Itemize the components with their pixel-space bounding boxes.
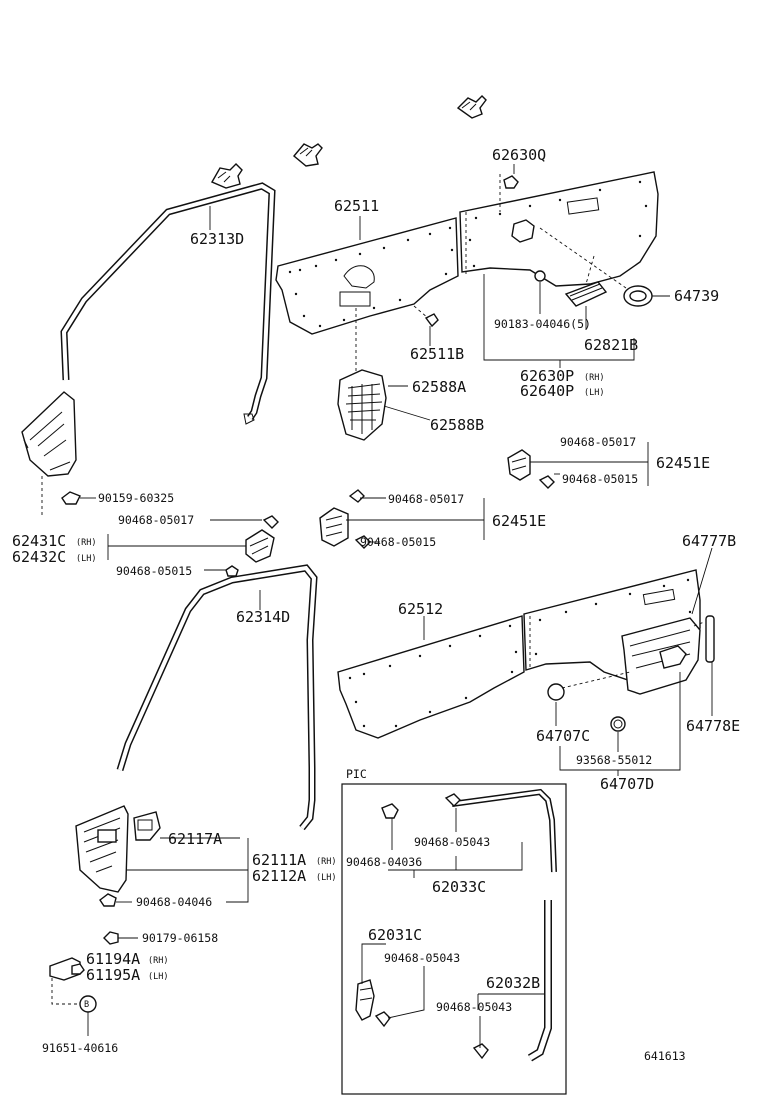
label-90183-04046: 90183-04046(5) (494, 317, 591, 331)
label-62313D: 62313D (190, 230, 244, 248)
cup-64739 (539, 227, 653, 307)
clip-62630Q (499, 174, 519, 212)
label-61194A: 61194A (86, 950, 140, 968)
label-pic: PIC (346, 767, 367, 781)
label-62431C-side: (RH) (76, 538, 96, 548)
label-61195A-side: (LH) (148, 972, 168, 982)
leader-lines (80, 164, 713, 1048)
trim-panel-62630 (459, 171, 659, 287)
nut-93568 (610, 716, 626, 732)
label-90468-05015-a: 90468-05015 (562, 472, 638, 486)
label-90468-05043-b: 90468-05043 (384, 951, 460, 965)
label-62511B: 62511B (410, 345, 464, 363)
label-62111A-side: (RH) (316, 857, 336, 867)
clip-icon-top-3 (211, 163, 243, 189)
label-62630Q: 62630Q (492, 146, 546, 164)
label-62032B: 62032B (486, 974, 540, 992)
label-62630P-side: (RH) (584, 373, 604, 383)
label-64739: 64739 (674, 287, 719, 305)
label-62512: 62512 (398, 600, 443, 618)
label-62588A: 62588A (412, 378, 466, 396)
bracket-62451E-upper (507, 449, 555, 489)
label-90159-60325: 90159-60325 (98, 491, 174, 505)
label-90468-05017-a: 90468-05017 (560, 435, 636, 449)
bracket-62431C (225, 515, 279, 577)
label-90468-05015-c: 90468-05015 (116, 564, 192, 578)
label-62431C: 62431C (12, 532, 66, 550)
bracket-62451E-lower (319, 489, 371, 549)
label-62033C: 62033C (432, 878, 486, 896)
weatherstrip-62314D (116, 564, 318, 831)
label-91651-40616: 91651-40616 (42, 1041, 118, 1055)
label-62314D: 62314D (236, 608, 290, 626)
clip-62511B (413, 305, 439, 328)
label-62511: 62511 (334, 197, 379, 215)
hinge-bracket-62111A (75, 805, 161, 893)
label-62031C: 62031C (368, 926, 422, 944)
label-64707C: 64707C (536, 727, 590, 745)
cap-64707C (547, 671, 631, 701)
label-90468-05017-c: 90468-05017 (118, 513, 194, 527)
label-93568-55012: 93568-55012 (576, 753, 652, 767)
label-62117A: 62117A (168, 830, 222, 848)
bracket-61194A (49, 957, 85, 981)
trim-panel-62512 (337, 615, 525, 739)
label-641613: 641613 (644, 1049, 686, 1063)
b-mark: B (84, 1000, 89, 1010)
label-90468-04046: 90468-04046 (136, 895, 212, 909)
weatherstrip-62313D (21, 182, 276, 477)
trim-panel-62511 (275, 217, 459, 335)
label-61195A: 61195A (86, 966, 140, 984)
bracket-62588A (337, 308, 387, 441)
armrest-64777B (621, 615, 715, 695)
clip-91651: B (51, 978, 97, 1013)
clip-90468-04046 (99, 893, 117, 907)
label-90468-05017-b: 90468-05017 (388, 492, 464, 506)
label-90468-05043-c: 90468-05043 (436, 1000, 512, 1014)
label-62451E-a: 62451E (656, 454, 710, 472)
label-61194A-side: (RH) (148, 956, 168, 966)
label-62451E-b: 62451E (492, 512, 546, 530)
label-90179-06158: 90179-06158 (142, 931, 218, 945)
label-62640P-side: (LH) (584, 388, 604, 398)
label-62821B: 62821B (584, 336, 638, 354)
label-62640P: 62640P (520, 382, 574, 400)
label-90468-05015-b: 90468-05015 (360, 535, 436, 549)
pic-inset (341, 783, 567, 1095)
clip-icon-top-2 (293, 143, 323, 167)
label-90468-05043-a: 90468-05043 (414, 835, 490, 849)
label-62588B: 62588B (430, 416, 484, 434)
label-62432C-side: (LH) (76, 554, 96, 564)
label-62432C: 62432C (12, 548, 66, 566)
label-64707D: 64707D (600, 775, 654, 793)
label-64777B: 64777B (682, 532, 736, 550)
label-62111A: 62111A (252, 851, 306, 869)
label-62112A-side: (LH) (316, 873, 336, 883)
clip-90179 (103, 931, 119, 945)
label-64778E: 64778E (686, 717, 740, 735)
pull-handle-62821B (564, 255, 608, 307)
label-62630P: 62630P (520, 367, 574, 385)
label-62112A: 62112A (252, 867, 306, 885)
clip-icon-top-1 (456, 95, 487, 119)
labels: 62630Q 62511 62313D 64739 90183-04046(5)… (12, 146, 740, 1063)
clip-90159 (41, 476, 81, 516)
label-90468-04036: 90468-04036 (346, 855, 422, 869)
